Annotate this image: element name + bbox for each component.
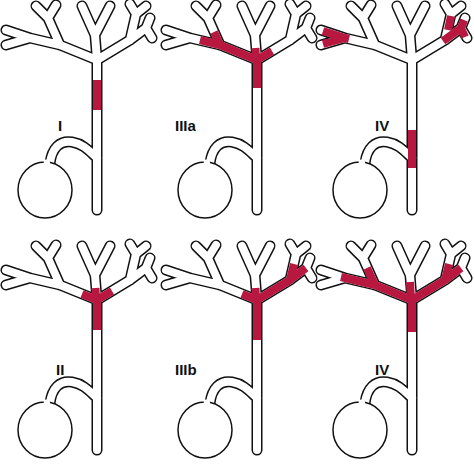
type-label: IIIb bbox=[175, 362, 197, 377]
type-label: II bbox=[56, 362, 64, 377]
type-label: IIIa bbox=[175, 118, 196, 133]
type-label: IV bbox=[375, 118, 389, 133]
type-label: IV bbox=[375, 362, 389, 377]
type-label: I bbox=[58, 118, 62, 133]
